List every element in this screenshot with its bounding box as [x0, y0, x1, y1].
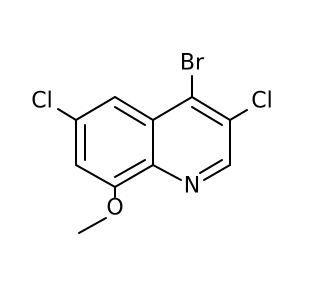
bond-c5-c6 [75, 96, 116, 121]
atom-label-o: O [106, 196, 123, 221]
molecule-structure: Br Cl Cl N O [31, 51, 273, 234]
atom-label-cl-right: Cl [251, 89, 272, 114]
bond-c4-c3-inner [191, 106, 223, 126]
bond-c8-c8a-inner [114, 159, 146, 178]
bond-c4a-c5 [114, 96, 154, 121]
bond-c8-c8a [114, 164, 154, 188]
bond-c6-cl [57, 108, 77, 121]
bond-c2-n [203, 164, 231, 181]
bond-c4a-c4 [152, 96, 193, 121]
bond-c7-c8 [75, 164, 116, 188]
bond-c4-c3 [191, 96, 231, 121]
atom-label-n: N [184, 174, 200, 199]
atom-label-br: Br [180, 51, 205, 76]
bond-c2-n-inner [199, 159, 223, 174]
bond-n-c8a [152, 164, 182, 181]
bond-c3-cl [229, 109, 248, 121]
atom-label-cl-left: Cl [31, 89, 52, 114]
bond-o-ch3 [78, 217, 107, 234]
bond-c4a-c5-inner [114, 106, 146, 126]
